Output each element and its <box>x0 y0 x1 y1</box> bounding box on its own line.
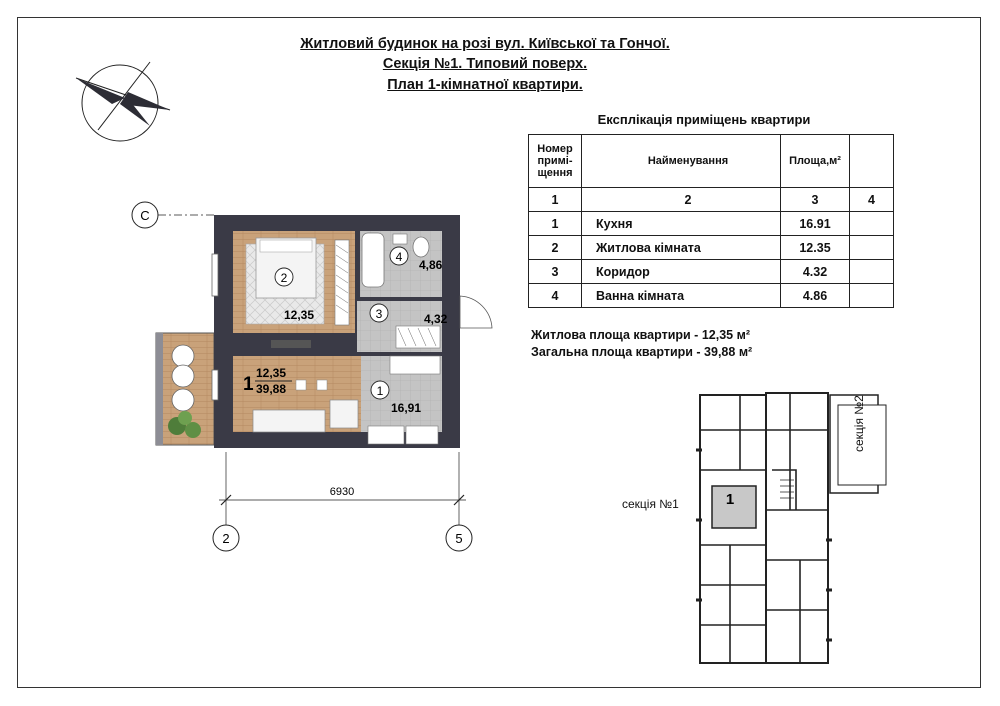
row-note <box>849 283 894 308</box>
row-name: Ванна кімната <box>581 283 781 308</box>
row-number: 3 <box>528 259 582 284</box>
table-row: 4 Ванна кімната 4.86 <box>528 283 894 308</box>
header-name: Найменування <box>581 134 781 188</box>
north-arrow-icon <box>75 61 171 142</box>
room-1-number: 1 <box>377 384 384 398</box>
title-line-2: Секція №1. Типовий поверх. <box>382 56 588 72</box>
apartment-living-area: 12,35 <box>256 366 286 380</box>
row-name: Коридор <box>581 259 781 284</box>
dimension-value: 6930 <box>330 486 354 498</box>
window-left <box>211 253 219 297</box>
row-area: 4.86 <box>780 283 850 308</box>
table-colnum-row: 1 2 3 4 <box>528 187 894 212</box>
colnum-4: 4 <box>849 187 894 212</box>
row-note <box>849 235 894 260</box>
room-1-area: 16,91 <box>391 401 421 415</box>
row-area: 16.91 <box>780 211 850 236</box>
explication-caption: Експлікація приміщень квартири <box>597 112 811 127</box>
table-header-row: Номер примі-щення Найменування Площа,м² <box>528 134 894 188</box>
key-plan-highlight <box>711 485 757 529</box>
title-line-1: Житловий будинок на розі вул. Київської … <box>300 36 670 52</box>
total-area-summary: Загальна площа квартири - 39,88 м² <box>531 345 753 359</box>
section-1-label: секція №1 <box>622 497 679 511</box>
balcony-door <box>211 369 219 401</box>
key-plan: 1 <box>696 392 887 664</box>
row-area: 4.32 <box>780 259 850 284</box>
plant-icon <box>168 411 201 438</box>
row-number: 2 <box>528 235 582 260</box>
drawing-frame <box>17 17 981 688</box>
header-extra <box>849 134 894 188</box>
colnum-3: 3 <box>780 187 850 212</box>
key-plan-apartment-number: 1 <box>726 491 734 508</box>
room-3-area: 4,32 <box>424 312 448 326</box>
apartment-total-area: 39,88 <box>256 382 286 396</box>
section-2-label: секція №2 <box>852 395 866 452</box>
room-2-number: 2 <box>281 271 288 285</box>
explication-table: Номер примі-щення Найменування Площа,м² … <box>528 134 894 308</box>
table-row: 3 Коридор 4.32 <box>528 259 894 284</box>
table-row: 1 Кухня 16.91 <box>528 211 894 236</box>
row-name: Кухня <box>581 211 781 236</box>
axis-c: С <box>131 201 215 229</box>
row-number: 4 <box>528 283 582 308</box>
dimension-line: 6930 2 5 <box>212 452 473 552</box>
toilet <box>412 236 430 258</box>
axis-2-label: 2 <box>222 531 229 546</box>
row-name: Житлова кімната <box>581 235 781 260</box>
colnum-1: 1 <box>528 187 582 212</box>
axis-5-label: 5 <box>455 531 462 546</box>
row-note <box>849 259 894 284</box>
room-2-area: 12,35 <box>284 308 314 322</box>
colnum-2: 2 <box>581 187 781 212</box>
living-area-summary: Житлова площа квартири - 12,35 м² <box>531 328 750 342</box>
room-4-number: 4 <box>396 250 403 264</box>
header-area: Площа,м² <box>780 134 850 188</box>
header-number: Номер примі-щення <box>528 134 582 188</box>
room-3-number: 3 <box>376 307 383 321</box>
apartment-plan <box>155 215 493 448</box>
dining-table <box>329 399 359 429</box>
axis-c-label: С <box>140 208 149 223</box>
sofa <box>252 409 326 433</box>
bathtub <box>361 232 385 288</box>
room-4-area: 4,86 <box>419 258 443 272</box>
row-note <box>849 211 894 236</box>
row-number: 1 <box>528 211 582 236</box>
title-line-3: План 1-кімнатної квартири. <box>387 77 583 93</box>
table-row: 2 Житлова кімната 12.35 <box>528 235 894 260</box>
entrance-door <box>459 295 493 329</box>
apartment-number: 1 <box>243 374 254 395</box>
row-area: 12.35 <box>780 235 850 260</box>
room-markers: 2 12,35 4 4,86 3 4,32 1 16,91 1 12,35 39… <box>243 246 448 415</box>
